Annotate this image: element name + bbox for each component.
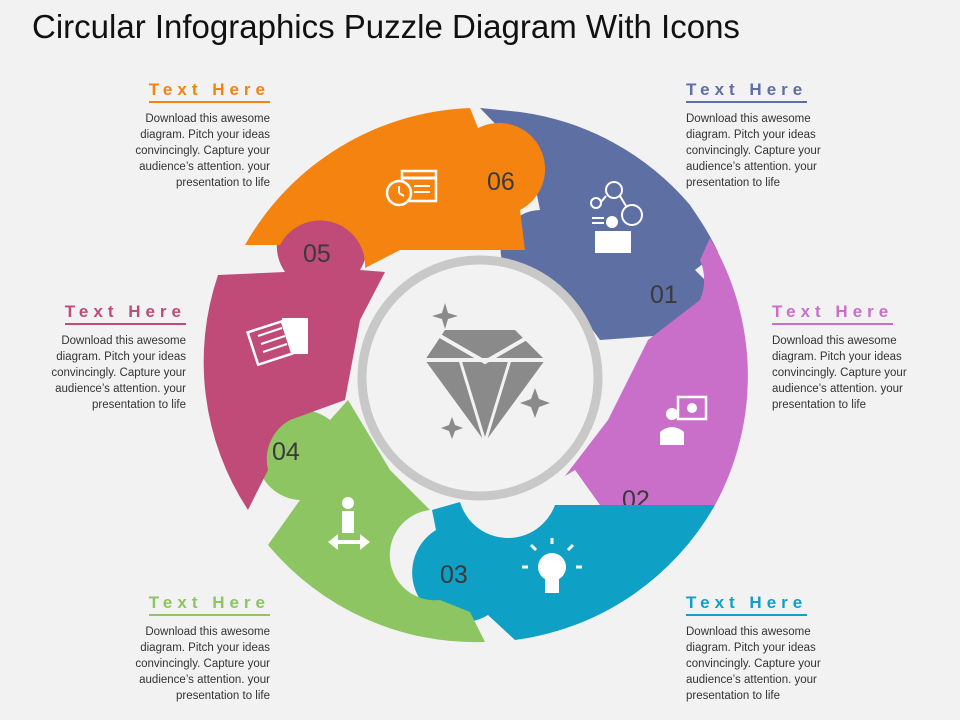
callout-heading: Text Here (148, 593, 270, 616)
callout-heading: Text Here (148, 80, 270, 103)
presentation-board-icon (660, 395, 708, 445)
callout-heading: Text Here (686, 593, 808, 616)
step-number-01: 01 (650, 281, 678, 309)
callout-body: Download this awesome diagram. Pitch you… (686, 626, 821, 702)
diamond-icon (425, 303, 550, 443)
callout-body: Download this awesome diagram. Pitch you… (686, 113, 821, 189)
newspaper-icon (246, 318, 308, 367)
segment-04-shape (256, 400, 485, 643)
network-presenter-icon (590, 181, 643, 253)
step-number-04: 04 (272, 438, 300, 466)
callout-top-left: Text Here Download this awesome diagram.… (100, 80, 270, 191)
segment-04: 04 (256, 400, 485, 643)
callout-heading: Text Here (772, 302, 894, 325)
segment-02-shape (565, 238, 748, 541)
callout-bottom-left: Text Here Download this awesome diagram.… (100, 593, 270, 704)
page-title: Circular Infographics Puzzle Diagram Wit… (32, 8, 740, 45)
calendar-clock-icon (385, 169, 438, 207)
callout-mid-left: Text Here Download this awesome diagram.… (16, 302, 186, 413)
callout-body: Download this awesome diagram. Pitch you… (772, 335, 907, 411)
step-number-03: 03 (440, 561, 468, 589)
callout-body: Download this awesome diagram. Pitch you… (51, 335, 186, 411)
segment-05-shape (203, 201, 385, 510)
callout-mid-right: Text Here Download this awesome diagram.… (772, 302, 942, 413)
callout-heading: Text Here (686, 80, 808, 103)
callout-top-right: Text Here Download this awesome diagram.… (686, 80, 856, 191)
lightbulb-icon (522, 538, 582, 593)
callout-heading: Text Here (64, 302, 186, 325)
callout-bottom-right: Text Here Download this awesome diagram.… (686, 593, 856, 704)
segment-05: 05 (203, 201, 385, 510)
step-number-05: 05 (303, 240, 331, 268)
callout-body: Download this awesome diagram. Pitch you… (135, 113, 270, 189)
step-number-06: 06 (487, 168, 515, 196)
crossroads-person-icon (328, 497, 370, 550)
callout-body: Download this awesome diagram. Pitch you… (135, 626, 270, 702)
